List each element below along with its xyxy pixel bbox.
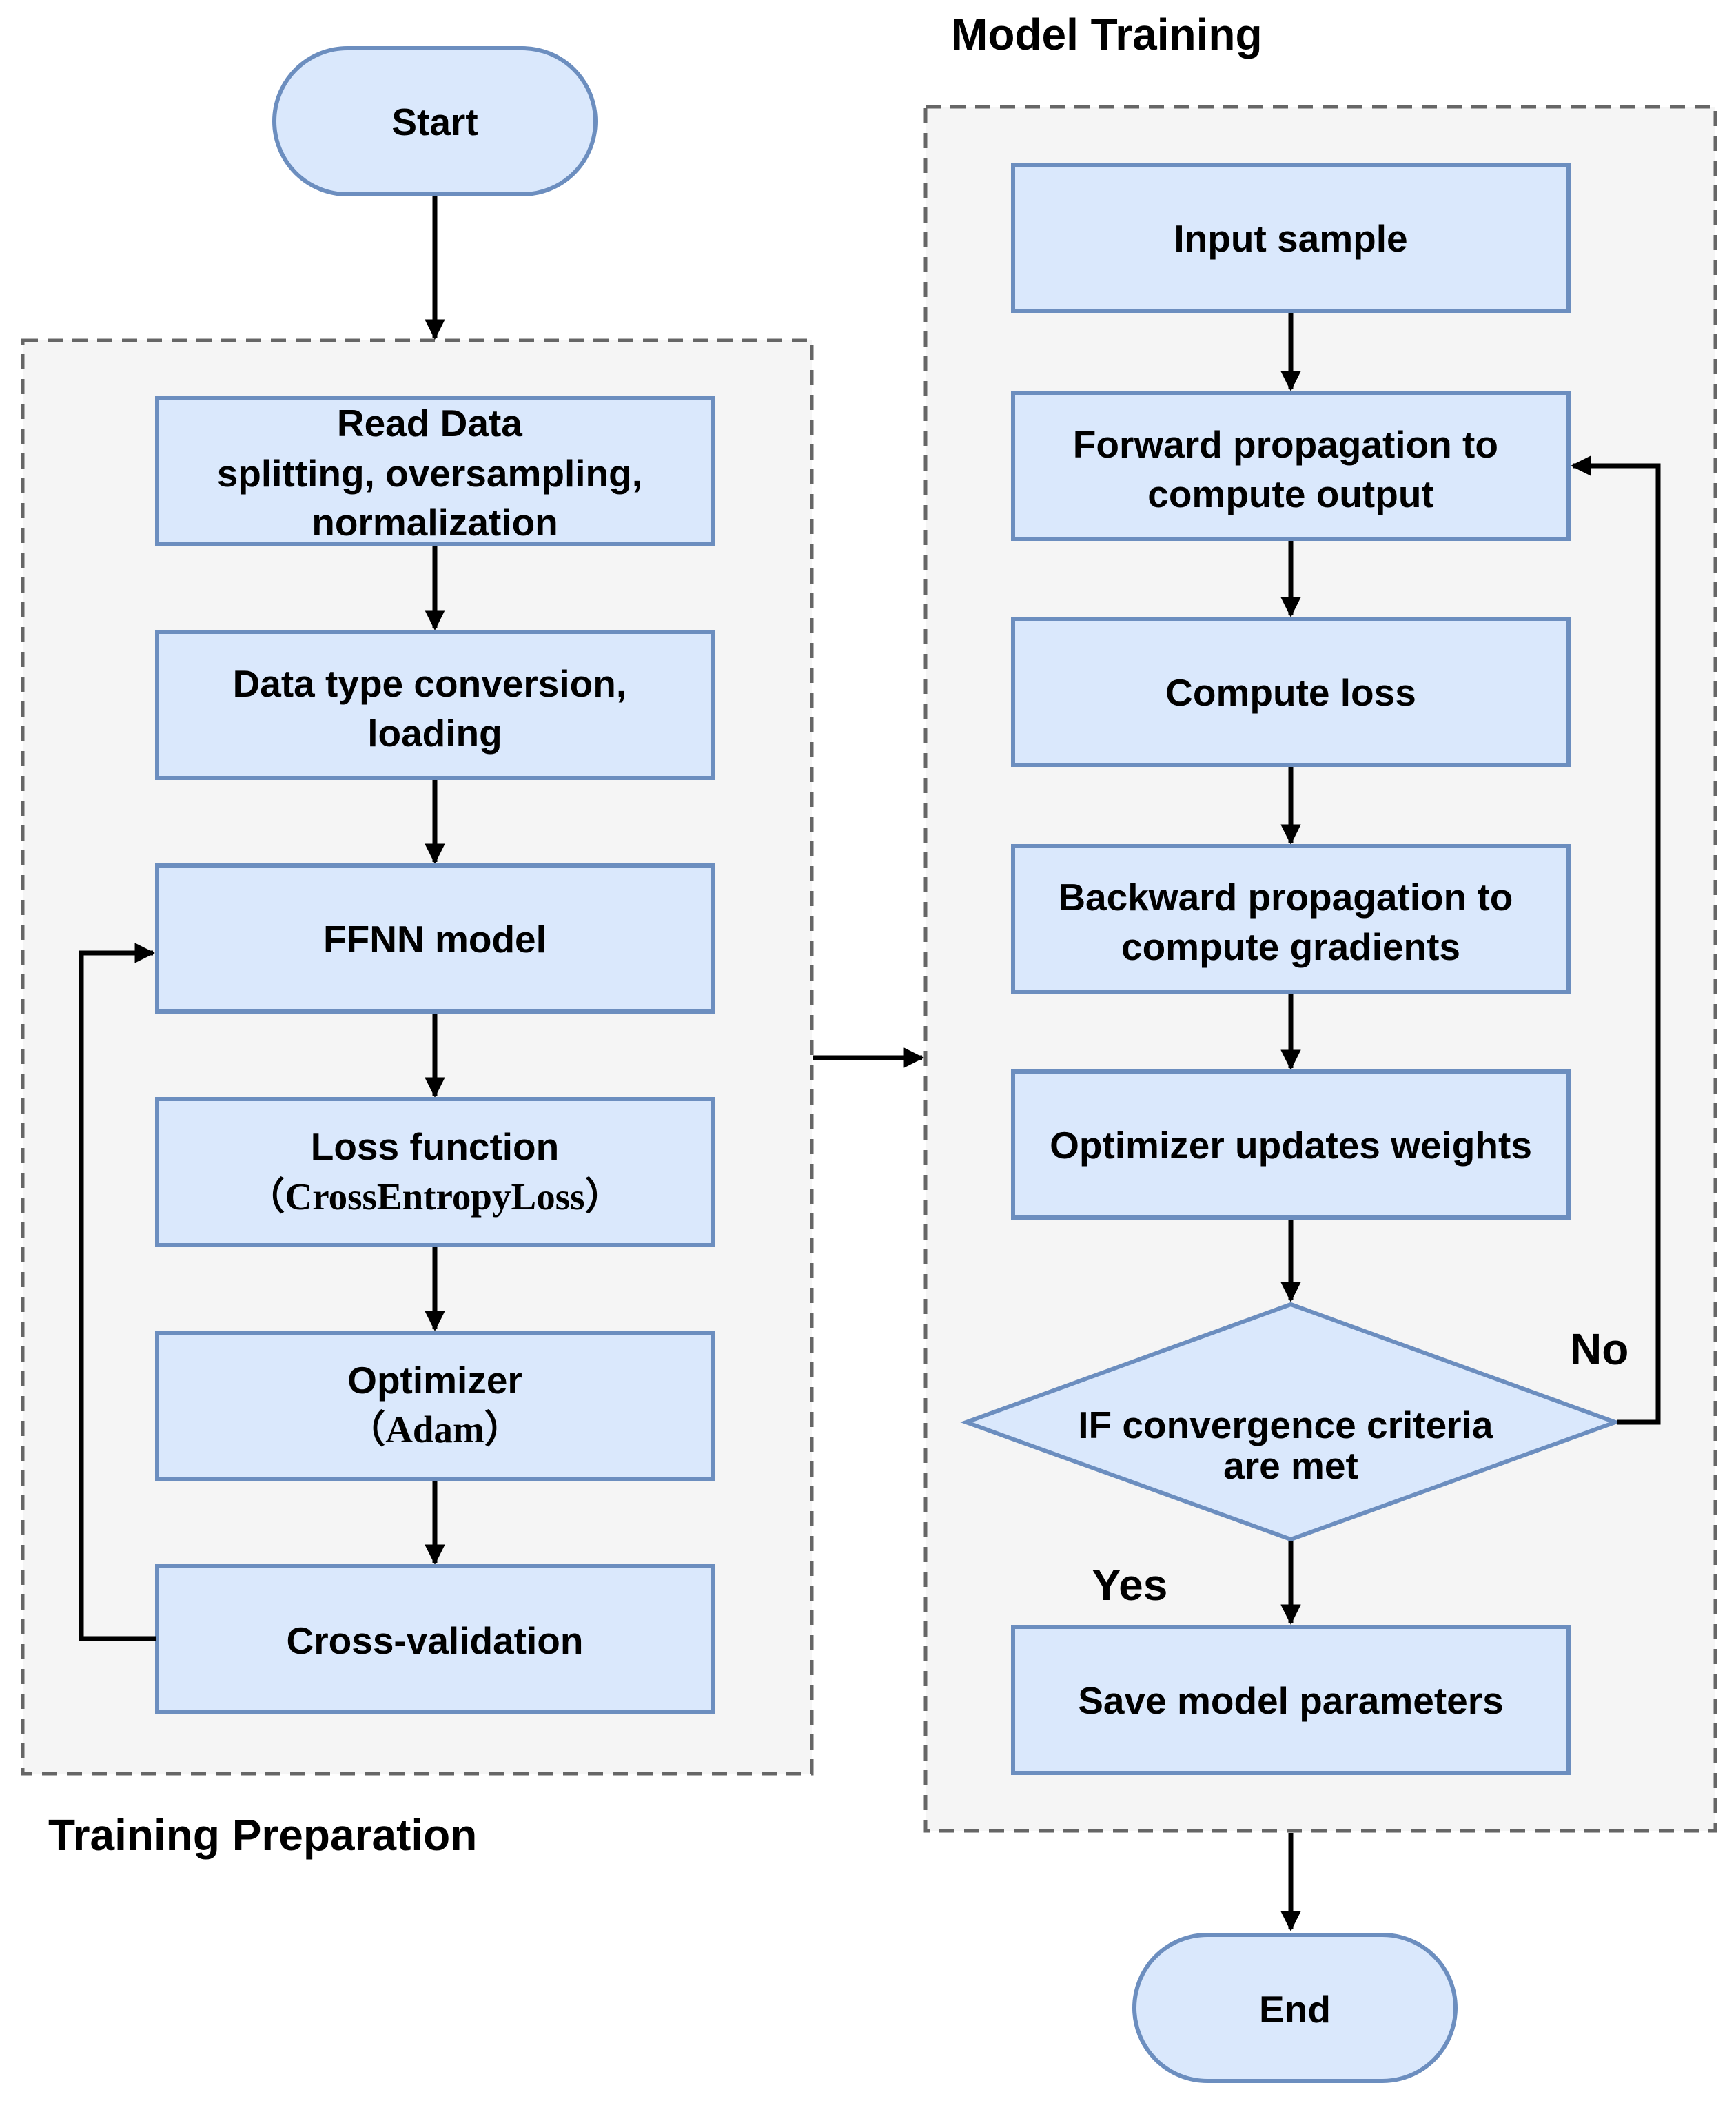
cross-validation-box [155, 1564, 715, 1714]
convergence-decision [960, 1302, 1622, 1542]
model-training-title: Model Training [951, 10, 1263, 59]
optimizer-box [155, 1331, 715, 1481]
data-conversion-box [155, 630, 715, 780]
optimizer-update-label: Optimizer updates weights [1050, 1124, 1532, 1167]
no-label: No [1570, 1324, 1628, 1374]
compute-loss-box [1011, 617, 1571, 767]
training-preparation-title: Training Preparation [48, 1810, 477, 1860]
start-terminal [272, 46, 598, 196]
input-sample-label: Input sample [1174, 217, 1407, 260]
arrow-cv-loop-to-ffnn [79, 943, 156, 1641]
forward-propagation-box [1011, 391, 1571, 541]
training-preparation-group [21, 338, 814, 1776]
yes-label: Yes [1092, 1560, 1167, 1610]
input-sample-box [1011, 163, 1571, 313]
end-terminal [1132, 1933, 1458, 2083]
read-data-box [155, 396, 715, 546]
optimizer-detail: （Adam） [347, 1408, 522, 1450]
save-parameters-label: Save model parameters [1078, 1679, 1504, 1722]
arrow-no-loop-to-forward [1571, 455, 1661, 1425]
ffnn-model-label: FFNN model [323, 918, 547, 961]
save-parameters-box [1011, 1625, 1571, 1775]
convergence-decision-label: IF convergence criteria are met [1078, 1404, 1504, 1487]
backward-propagation-box [1011, 844, 1571, 994]
optimizer-label: Optimizer [347, 1359, 522, 1402]
ffnn-model-box [155, 863, 715, 1014]
data-conversion-label: Data type conversion, loading [233, 662, 637, 755]
backward-propagation-label: Backward propagation to compute gradient… [1058, 876, 1523, 968]
read-data-label: Read Data splitting, oversampling, norma… [217, 402, 653, 544]
compute-loss-label: Compute loss [1165, 671, 1416, 714]
loss-function-label: Loss function [311, 1125, 560, 1168]
start-label: Start [391, 101, 478, 143]
end-label: End [1259, 1988, 1331, 2031]
loss-function-box [155, 1097, 715, 1247]
loss-function-detail: （CrossEntropyLoss） [247, 1176, 622, 1218]
optimizer-update-box [1011, 1069, 1571, 1220]
cross-validation-label: Cross-validation [287, 1619, 584, 1662]
forward-propagation-label: Forward propagation to compute output [1073, 423, 1509, 515]
